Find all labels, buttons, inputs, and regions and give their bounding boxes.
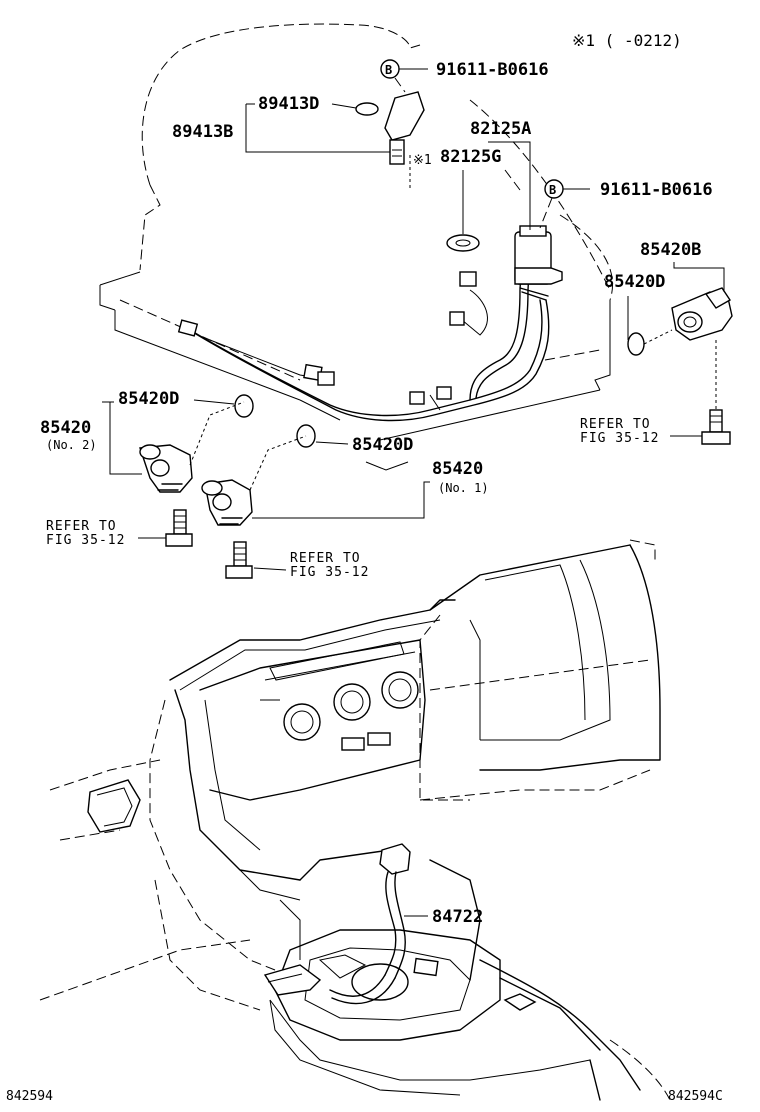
sensor-85420B — [671, 287, 733, 341]
ref-right-line1: REFER TO — [580, 417, 651, 432]
bolt-center — [225, 541, 253, 579]
label-91611-mid: 91611-B0616 — [600, 180, 713, 200]
label-no1: (No. 1) — [438, 481, 489, 495]
sensor-85420-no2 — [139, 444, 193, 493]
label-85420B: 85420B — [640, 240, 701, 260]
ref-left-line2: FIG 35-12 — [46, 533, 125, 548]
oring-89413D — [355, 102, 379, 116]
ref-center-line1: REFER TO — [290, 551, 361, 566]
label-89413D: 89413D — [258, 94, 319, 114]
label-84722: 84722 — [432, 907, 483, 927]
connector-82125A — [514, 225, 563, 301]
svg-text:B: B — [385, 63, 392, 77]
bolt-badge-top: B — [380, 59, 400, 79]
ref-right-line2: FIG 35-12 — [580, 431, 659, 446]
wiring-harness — [177, 249, 550, 422]
svg-text:B: B — [549, 183, 556, 197]
label-85420D-left: 85420D — [118, 389, 179, 409]
label-89413B: 89413B — [172, 122, 233, 142]
label-82125A: 82125A — [470, 119, 531, 139]
oring-85420D-right — [627, 332, 645, 356]
label-star1: ※1 — [413, 153, 432, 168]
label-85420D-right: 85420D — [604, 272, 665, 292]
label-85420D-mid: 85420D — [352, 435, 413, 455]
label-91611-top: 91611-B0616 — [436, 60, 549, 80]
dashboard-outline — [39, 539, 671, 1101]
ref-center-line2: FIG 35-12 — [290, 565, 369, 580]
bolt-left — [165, 509, 193, 547]
ref-left-line1: REFER TO — [46, 519, 117, 534]
header-note: ※1 ( -0212) — [572, 31, 682, 50]
label-82125G: 82125G — [440, 147, 501, 167]
label-no2: (No. 2) — [46, 438, 97, 452]
oring-85420D-left — [234, 394, 254, 418]
label-85420-no1: 85420 — [432, 459, 483, 479]
switch-84722 — [329, 843, 411, 1005]
bolt-badge-mid: B — [544, 179, 564, 199]
bolt-right — [701, 409, 731, 445]
footer-code-right: 842594C — [668, 1089, 723, 1104]
sensor-85420-no1 — [201, 479, 253, 526]
body-panel-outline — [99, 23, 614, 441]
footer-code-left: 842594 — [6, 1089, 53, 1104]
label-85420-no2: 85420 — [40, 418, 91, 438]
grommet-82125G — [446, 234, 480, 252]
